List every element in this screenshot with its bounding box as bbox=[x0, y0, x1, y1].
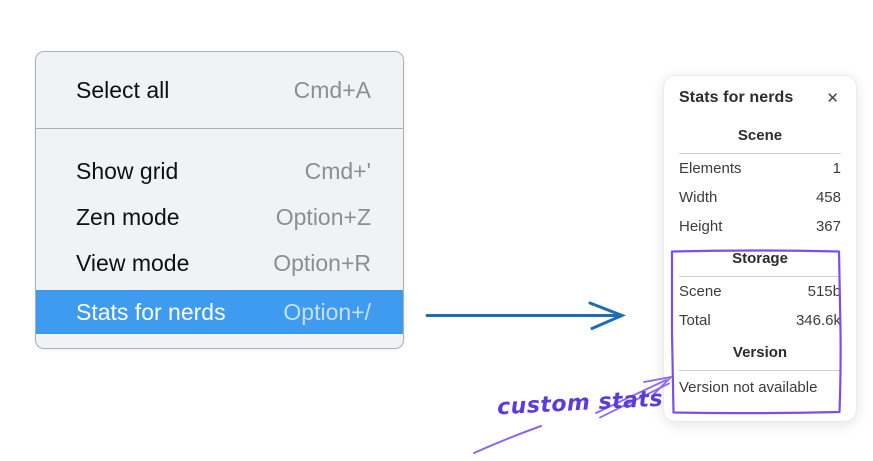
menu-item-zen-mode[interactable]: Zen mode Option+Z bbox=[36, 194, 403, 240]
section-heading-version: Version bbox=[732, 344, 788, 361]
stat-value: 1 bbox=[832, 160, 841, 177]
menu-item-shortcut: Option+R bbox=[273, 249, 371, 276]
annotation-line-icon bbox=[473, 425, 542, 454]
annotation-custom-stats: custom stats bbox=[496, 386, 664, 421]
menu-item-shortcut: Option+/ bbox=[283, 298, 371, 325]
menu-item-label: Stats for nerds bbox=[76, 298, 226, 325]
menu-item-show-grid[interactable]: Show grid Cmd+' bbox=[36, 148, 403, 194]
menu-item-label: Zen mode bbox=[76, 203, 180, 230]
menu-item-view-mode[interactable]: View mode Option+R bbox=[36, 240, 403, 286]
menu-divider bbox=[36, 128, 403, 129]
stat-value: 367 bbox=[815, 218, 841, 235]
stat-label: Scene bbox=[679, 283, 722, 300]
annotation-arrow-icon bbox=[595, 376, 672, 419]
stats-panel-header: Stats for nerds ✕ bbox=[664, 76, 856, 107]
menu-item-label: View mode bbox=[76, 249, 190, 276]
stat-value: 458 bbox=[815, 189, 841, 206]
section-heading-scene: Scene bbox=[737, 127, 783, 144]
stat-label: Width bbox=[679, 189, 718, 206]
stats-panel-title: Stats for nerds bbox=[679, 89, 794, 106]
section-heading-storage: Storage bbox=[732, 250, 788, 267]
section-divider bbox=[679, 153, 841, 154]
menu-item-stats-for-nerds[interactable]: Stats for nerds Option+/ bbox=[36, 290, 403, 334]
menu-item-label: Show grid bbox=[76, 157, 179, 184]
stat-value: 515b bbox=[807, 283, 841, 300]
close-icon[interactable]: ✕ bbox=[826, 89, 839, 107]
stat-label: Height bbox=[679, 218, 723, 235]
stat-row-scene-storage: Scene 515b bbox=[664, 277, 856, 306]
menu-group: Show grid Cmd+' Zen mode Option+Z View m… bbox=[36, 129, 403, 334]
stats-panel: Stats for nerds ✕ Scene Elements 1 Width… bbox=[663, 75, 857, 422]
menu-item-shortcut: Cmd+A bbox=[293, 76, 371, 103]
menu-item-label: Select all bbox=[76, 76, 170, 103]
version-note: Version not available bbox=[679, 379, 818, 396]
menu-item-select-all[interactable]: Select all Cmd+A bbox=[36, 52, 403, 128]
menu-to-panel-arrow-icon bbox=[425, 301, 626, 330]
context-menu: Select all Cmd+A Show grid Cmd+' Zen mod… bbox=[35, 51, 404, 349]
stat-value: 346.6k bbox=[795, 312, 841, 329]
stat-row-elements: Elements 1 bbox=[664, 154, 856, 183]
stat-row-width: Width 458 bbox=[664, 183, 856, 212]
menu-item-shortcut: Cmd+' bbox=[304, 157, 371, 184]
menu-item-shortcut: Option+Z bbox=[275, 203, 371, 230]
stat-label: Total bbox=[679, 312, 711, 329]
stat-row-height: Height 367 bbox=[664, 212, 856, 241]
stat-row-total-storage: Total 346.6k bbox=[664, 306, 856, 335]
section-divider bbox=[679, 370, 841, 371]
stat-label: Elements bbox=[679, 160, 742, 177]
